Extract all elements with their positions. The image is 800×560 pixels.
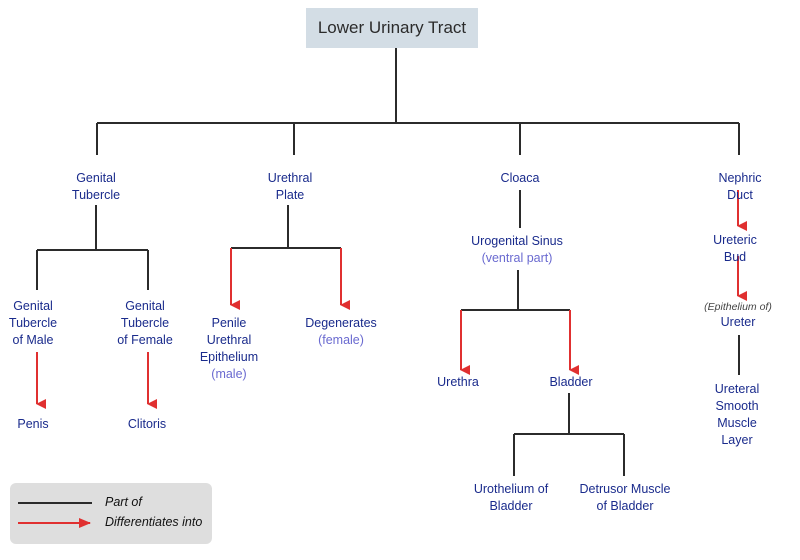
legend-differentiates-label: Differentiates into — [105, 515, 203, 529]
node-label: Detrusor Muscle of Bladder — [579, 482, 671, 513]
node-genital-tubercle: Genital Tubercle — [72, 170, 120, 204]
node-clitoris: Clitoris — [128, 416, 166, 433]
node-label: Degenerates — [305, 316, 377, 330]
node-cloaca: Cloaca — [501, 170, 540, 187]
node-degenerates: Degenerates (female) — [305, 315, 377, 349]
node-label: Genital Tubercle of Female — [117, 299, 173, 347]
node-sublabel: (male) — [211, 367, 247, 381]
node-nephric-duct: Nephric Duct — [710, 170, 770, 204]
node-label: Urethral Plate — [267, 171, 313, 202]
legend-part-of-label: Part of — [105, 495, 142, 509]
node-sublabel: (ventral part) — [481, 251, 553, 265]
node-label: Urogenital Sinus — [471, 234, 563, 248]
node-urethral-plate: Urethral Plate — [268, 170, 312, 204]
node-label: Bladder — [549, 375, 593, 389]
node-penile-urethral-epithelium: Penile Urethral Epithelium (male) — [200, 315, 258, 383]
root-label: Lower Urinary Tract — [317, 18, 467, 37]
node-label: Urothelium of Bladder — [473, 482, 549, 513]
node-urogenital-sinus: Urogenital Sinus (ventral part) — [471, 233, 563, 267]
node-ureteric-bud: Ureteric Bud — [703, 232, 768, 266]
node-label: Ureter — [720, 315, 756, 329]
node-label: Penis — [17, 417, 49, 431]
node-label: Urethra — [437, 375, 479, 389]
node-ureteral-smooth-muscle: Ureteral Smooth Muscle Layer — [706, 381, 769, 449]
node-label: Penile Urethral Epithelium — [199, 316, 259, 364]
node-urethra: Urethra — [437, 374, 479, 391]
node-genital-tubercle-female: Genital Tubercle of Female — [117, 298, 173, 349]
node-bladder: Bladder — [549, 374, 592, 391]
root-node-lower-urinary-tract: Lower Urinary Tract — [306, 8, 478, 48]
node-label: Clitoris — [127, 417, 167, 431]
node-genital-tubercle-male: Genital Tubercle of Male — [9, 298, 57, 349]
node-ureter: (Epithelium of) Ureter — [704, 300, 772, 331]
node-urothelium-of-bladder: Urothelium of Bladder — [474, 481, 548, 515]
legend-swatches — [18, 502, 92, 528]
node-sublabel: (female) — [318, 333, 364, 347]
node-detrusor-muscle: Detrusor Muscle of Bladder — [580, 481, 671, 515]
node-label: Cloaca — [500, 171, 540, 185]
node-label: Genital Tubercle — [71, 171, 121, 202]
node-label: Genital Tubercle of Male — [8, 299, 58, 347]
node-prelabel: (Epithelium of) — [704, 301, 772, 313]
legend: Part of Differentiates into — [10, 483, 212, 544]
node-penis: Penis — [17, 416, 48, 433]
node-label: Ureteral Smooth Muscle Layer — [714, 382, 760, 447]
node-label: Nephric Duct — [718, 171, 762, 202]
node-label: Ureteric Bud — [713, 233, 757, 264]
